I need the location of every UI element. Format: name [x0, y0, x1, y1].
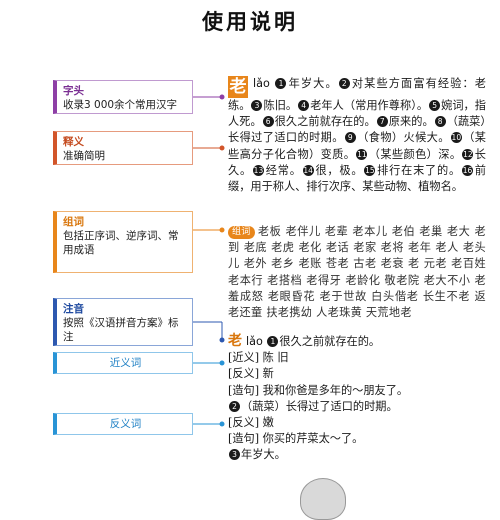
sense3-text: 年岁大。 [241, 448, 286, 462]
note-fanyi: 反义词 [53, 413, 193, 435]
zuci-badge: 组词 [228, 226, 255, 239]
cartoon-figure-head [300, 478, 346, 520]
jinyi-label: [近义] [228, 351, 260, 365]
definition-text: 年岁大。 [287, 77, 338, 90]
definition-number: 11 [356, 148, 368, 160]
sense2-number: 2 [229, 400, 240, 412]
definition-text: 长久。 [228, 147, 486, 177]
definition-text: （蔬菜）长得过了适口的时期。 [228, 115, 486, 145]
sense2-line: 2（蔬菜）长得过了适口的时期。 [228, 399, 486, 415]
definition-number: 12 [462, 148, 474, 160]
note-zhuyin-body: 按照《汉语拼音方案》标注 [63, 317, 179, 343]
note-zuci-title: 组词 [63, 216, 84, 228]
note-jinyi: 近义词 [53, 352, 193, 374]
definition-number: 6 [262, 116, 274, 128]
fanyi2-label: [反义] [228, 416, 260, 430]
definition-number: 8 [434, 116, 446, 128]
sense3-number: 3 [229, 449, 240, 461]
definition-number: 3 [251, 100, 263, 111]
definition-text: （某些高分子化合物）变质。 [228, 131, 486, 161]
fanyi2-line: [反义] 嫩 [228, 415, 486, 431]
headword: 老 [228, 76, 248, 98]
subentry-headword: 老 [228, 333, 242, 349]
zaoju-line: [造句] 我和你爸是多年的～朋友了。 [228, 383, 486, 399]
note-shiyi-title: 释义 [63, 136, 84, 148]
compound-list: 老板 老伴儿 老辈 老本儿 老伯 老巢 老大 老到 老底 老虎 老化 老话 老家… [228, 225, 486, 320]
sense2-text: （蔬菜）长得过了适口的时期。 [241, 399, 398, 413]
zaoju-label: [造句] [228, 383, 260, 397]
note-fanyi-title: 反义词 [109, 418, 142, 430]
note-zhuyin-title: 注音 [63, 303, 84, 315]
definition-text: 老年人（常用作尊称）。 [310, 99, 429, 112]
note-zuci: 组词 包括正序词、逆序词、常用成语 [53, 211, 193, 273]
definition-number: 16 [461, 164, 473, 176]
definition-text: （某些颜色）深。 [368, 147, 462, 161]
definition-text: 婉词，指人死。 [228, 99, 486, 129]
note-zitou-body: 收录3 000余个常用汉字 [63, 99, 178, 111]
headword-pinyin: lǎo [253, 77, 270, 90]
definition-text: 陈旧。 [263, 99, 298, 112]
definition-text: （食物）火候大。 [356, 131, 450, 145]
fanyi-text: 新 [262, 367, 274, 381]
definition-number: 2 [338, 78, 350, 89]
definition-number: 4 [298, 100, 310, 111]
definition-text: 原来的。 [388, 115, 434, 129]
zaoju2-line: [造句] 你买的芹菜太～了。 [228, 431, 486, 447]
jinyi-line: [近义] 陈 旧 [228, 350, 486, 366]
note-zitou: 字头 收录3 000余个常用汉字 [53, 80, 193, 114]
fanyi2-text: 嫩 [262, 416, 274, 430]
zaoju-text: 我和你爸是多年的～朋友了。 [262, 383, 409, 397]
definition-text: 前缀，用于称人、排行次序、某些动物、植物名。 [228, 163, 486, 194]
note-zuci-body: 包括正序词、逆序词、常用成语 [63, 230, 179, 256]
zaoju2-text: 你买的芹菜太～了。 [262, 432, 364, 446]
note-zitou-title: 字头 [63, 85, 84, 97]
definition-number: 15 [364, 164, 376, 176]
definition-number: 13 [252, 164, 264, 176]
note-zhuyin: 注音 按照《汉语拼音方案》标注 [53, 298, 193, 346]
definition-text: 很，极。 [314, 163, 364, 177]
jinyi-text: 陈 旧 [262, 351, 289, 365]
subentry-pinyin: lǎo [246, 335, 263, 348]
fanyi-line: [反义] 新 [228, 366, 486, 382]
definition-number: 1 [275, 78, 287, 89]
definition-number: 9 [344, 132, 356, 144]
note-shiyi-body: 准确简明 [63, 150, 105, 162]
definition-number: 7 [376, 116, 388, 128]
page-title: 使用说明 [202, 10, 298, 34]
entry-compounds: 组词老板 老伴儿 老辈 老本儿 老伯 老巢 老大 老到 老底 老虎 老化 老话 … [228, 224, 486, 321]
zaoju2-label: [造句] [228, 432, 260, 446]
definition-text: 对某些方面富有经验：老练。 [228, 77, 486, 112]
note-shiyi: 释义 准确简明 [53, 131, 193, 165]
definition-text: 很久之前就存在的。 [274, 115, 376, 129]
note-jinyi-title: 近义词 [109, 357, 142, 369]
definition-number: 10 [450, 132, 462, 144]
definition-number: 14 [302, 164, 314, 176]
definition-number: 5 [429, 100, 441, 111]
definition-text: 经常。 [264, 163, 302, 177]
definition-text: 排行在末了的。 [376, 163, 461, 177]
sense1-text: 很久之前就存在的。 [279, 335, 381, 348]
sense1-number: 1 [267, 336, 279, 347]
fanyi-label: [反义] [228, 367, 260, 381]
